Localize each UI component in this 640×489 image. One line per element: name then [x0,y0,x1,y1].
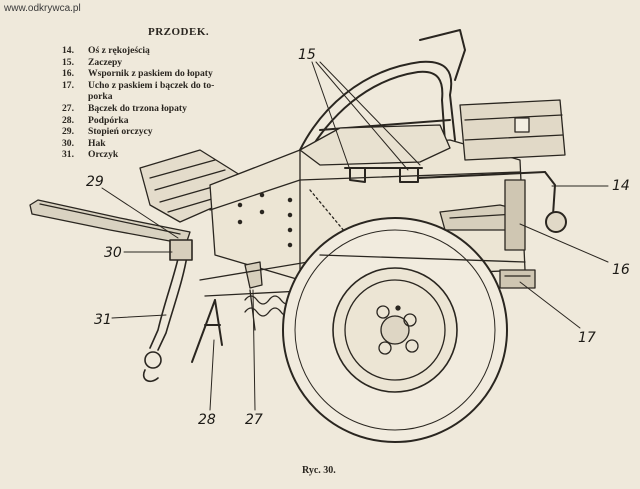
axle-with-handle [417,171,567,233]
wheel [282,217,508,443]
clips [344,167,423,183]
swingletree [142,239,193,382]
callout-31: 31 [94,312,112,328]
legend-item-30: 30.Hak [62,137,106,149]
watermark: www.odkrywca.pl [4,3,81,14]
support-stand [191,299,223,363]
leader-lines [101,61,609,411]
legend-item-16: 16.Wspornik z paskiem do łopaty [62,68,213,80]
callout-27: 27 [245,412,263,428]
figure-caption: Ryc. 30. [302,465,336,476]
legend-item-17: 17.Ucho z paskiem i bączek do to- [62,79,215,91]
parts-legend: 14.Oś z rękojeścią 15.Zaczepy 16.Wsporni… [62,45,214,161]
callout-17: 17 [578,330,596,346]
legend-item-31: 31.Orczyk [62,149,119,161]
shovel-bracket [439,179,526,251]
callout-29: 29 [86,174,104,190]
wheel-fender-line [319,254,526,263]
ammunition-box [459,99,566,161]
legend-item-15: 15.Zaczepy [62,56,123,68]
spade-handle-stud [244,261,263,331]
callout-28: 28 [198,412,216,428]
legend-item-17-continued: porka [88,91,113,103]
legend-item-14: 14.Oś z rękojeścią [62,45,150,56]
drawbar [29,199,191,245]
diagram-heading: PRZODEK. [148,26,210,38]
callout-16: 16 [612,262,630,278]
legend-item-28: 28.Podpórka [62,114,129,126]
callout-30: 30 [104,245,122,261]
callout-14: 14 [612,178,630,194]
callout-15: 15 [298,47,316,63]
chassis-rail [199,259,321,281]
legend-item-27: 27.Bączek do trzona łopaty [62,102,187,114]
legend-item-29: 29.Stopień orczycy [62,126,153,138]
axe-ear [499,269,536,289]
